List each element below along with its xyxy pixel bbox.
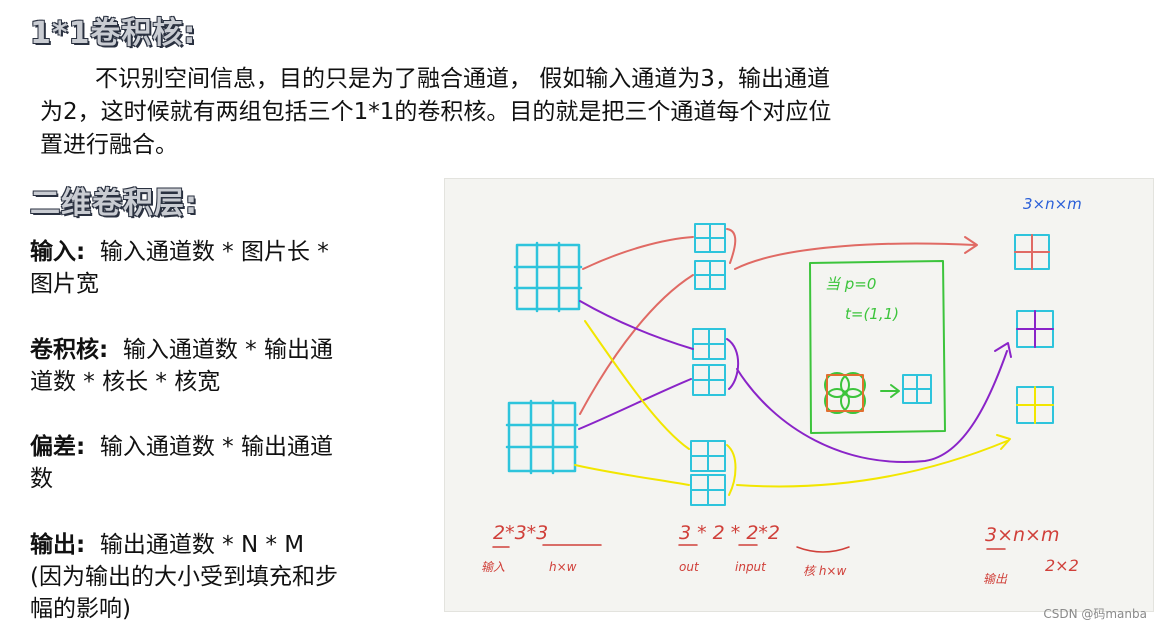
output-item: 输出: 输出通道数 * N * M (因为输出的大小受到填充和步 幅的影响) [30,529,410,625]
section-title-1x1: 1*1卷积核: [30,16,197,51]
input-item: 输入: 输入通道数 * 图片长 * 图片宽 [30,236,410,300]
bottom-right-sub2: 2×2 [1045,556,1079,575]
output-text-cont: (因为输出的大小受到填充和步 [30,564,338,590]
output-text: 输出通道数 * N * M [99,532,305,558]
diagram-canvas: 3×n×m 当 p=0 t=(1,1) 2*3*3 输入 h×w 3 * 2 *… [481,195,1082,586]
kernel-label: 卷积核: [30,337,109,363]
yellow-connections [574,320,1011,496]
bottom-left-formula: 2*3*3 [493,522,548,544]
input-grid-top [513,241,583,313]
output-grid-purple [1016,310,1054,348]
input-text-cont: 图片宽 [30,271,99,297]
paragraph-line: 不识别空间信息，目的只是为了融合通道， 假如输入通道为3，输出通道 [95,66,830,92]
input-text: 输入通道数 * 图片长 * [99,239,329,265]
input-grid-bottom [505,399,579,475]
bias-text: 输入通道数 * 输出通道 [99,434,333,460]
example-label-1: 当 p=0 [825,275,876,293]
bottom-mid-sub3: 核 h×w [803,564,846,578]
note-underlines [492,544,1006,553]
kernel-grid [690,223,726,506]
bottom-mid-formula: 3 * 2 * 2*2 [679,522,780,544]
kernel-text: 输入通道数 * 输出通 [122,337,333,363]
bottom-right-formula: 3×n×m [985,524,1059,546]
output-grid-yellow [1016,386,1054,424]
bottom-mid-sub2: input [735,560,767,574]
purple-connections [578,300,1012,463]
bias-item: 偏差: 输入通道数 * 输出通道 数 [30,431,410,495]
section-title-conv2d: 二维卷积层: [30,186,198,221]
top-right-label: 3×n×m [1023,195,1082,213]
input-label: 输入: [30,239,86,265]
example-label-2: t=(1,1) [845,305,899,323]
output-grid-red [1014,234,1050,270]
output-label: 输出: [30,532,86,558]
bottom-mid-sub1: out [679,560,700,574]
conv-diagram: 3×n×m 当 p=0 t=(1,1) 2*3*3 输入 h×w 3 * 2 *… [444,178,1154,612]
bottom-left-sub2: h×w [549,560,577,574]
bias-label: 偏差: [30,434,86,460]
bottom-left-sub1: 输入 [481,560,505,574]
kernel-item: 卷积核: 输入通道数 * 输出通 道数 * 核长 * 核宽 [30,334,410,398]
output-text-cont: 幅的影响) [30,596,131,622]
csdn-watermark: CSDN @码manba [1043,607,1147,621]
green-example-box [809,260,946,434]
bias-text-cont: 数 [30,466,53,492]
kernel-text-cont: 道数 * 核长 * 核宽 [30,369,221,395]
paragraph-line: 置进行融合。 [40,132,178,158]
paragraph-line: 为2，这时候就有两组包括三个1*1的卷积核。目的就是把三个通道每个对应位 [40,99,832,125]
bottom-right-sub1: 输出 [983,572,1008,586]
paragraph-1x1: 不识别空间信息，目的只是为了融合通道， 假如输入通道为3，输出通道 为2，这时候… [40,63,1000,162]
